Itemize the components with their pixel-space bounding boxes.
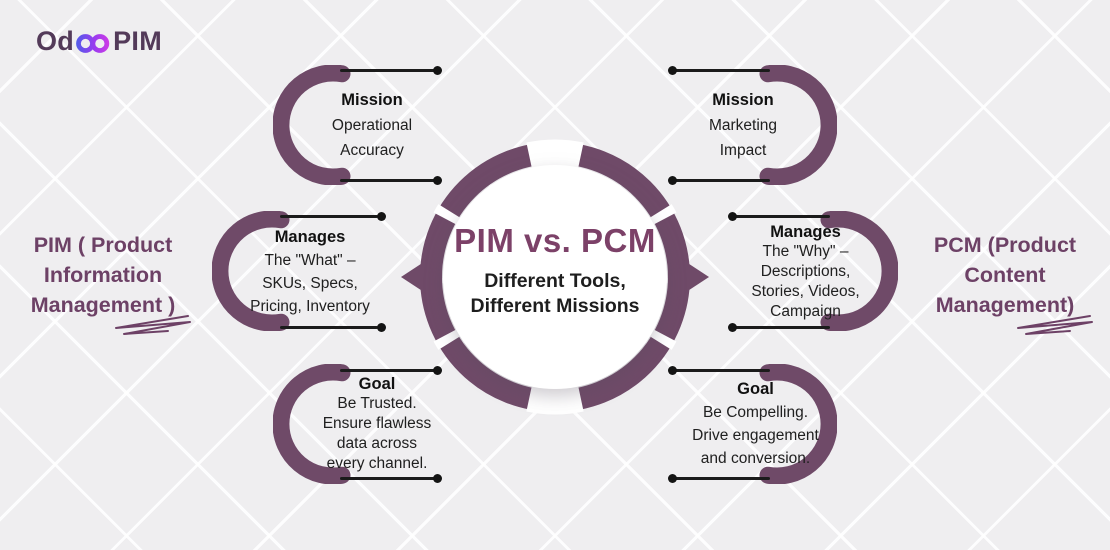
pim-mission-bracket-icon (273, 65, 351, 185)
node-title: Manages (770, 222, 841, 241)
connector-dot (377, 323, 386, 332)
node-line: Descriptions, (760, 262, 851, 280)
logo-text-od: Od (36, 26, 75, 56)
connector-dot (433, 366, 442, 375)
ring-gap-upper-right (648, 204, 677, 226)
node-title: Manages (274, 227, 346, 246)
connector-dot (728, 323, 737, 332)
pcm-goal-bracket-icon (759, 364, 837, 484)
node-line: Accuracy (340, 141, 404, 159)
connector-line (672, 477, 770, 480)
connector-line (340, 477, 438, 480)
node-line: Pricing, Inventory (250, 297, 370, 315)
ring-gap-lower-right (648, 328, 677, 350)
pcm-goal-node: Goal Be Compelling. Drive engagement and… (668, 370, 843, 478)
pim-heading-line-3: Management ) (30, 293, 176, 317)
connector-line (340, 69, 438, 72)
center-text-block: PIM vs. PCM Different Tools, Different M… (405, 222, 705, 319)
node-line: Operational (331, 116, 413, 134)
ring-gap-top (526, 139, 584, 169)
logo-text-pim: PIM (113, 26, 163, 56)
node-line: The "Why" – (762, 242, 849, 260)
pim-mission-node: Mission Operational Accuracy (287, 70, 457, 180)
node-title: Goal (737, 380, 774, 398)
ring-gap-lower-left (433, 328, 462, 350)
ring-arrow-left-icon (401, 256, 433, 298)
node-line: every channel. (326, 455, 428, 472)
connector-dot (728, 212, 737, 221)
pim-heading: PIM ( Product Information Management ) (3, 230, 203, 320)
pim-underline-squiggle-icon (115, 315, 191, 335)
infinity-icon (76, 33, 110, 53)
center-circle (443, 165, 667, 389)
connector-dot (377, 212, 386, 221)
pcm-manages-node: Manages The "Why" – Descriptions, Storie… (718, 216, 893, 327)
node-line: Campaign (770, 302, 841, 320)
node-line: Be Compelling. (702, 404, 809, 421)
node-title: Mission (712, 90, 774, 109)
node-line: Marketing (708, 116, 778, 134)
connector-dot (433, 474, 442, 483)
connector-dot (668, 66, 677, 75)
pim-heading-line-2: Information (43, 263, 163, 287)
center-title: PIM vs. PCM (454, 222, 656, 259)
connector-line (672, 179, 770, 182)
ring-arrow-right-icon (677, 256, 709, 298)
ring-gap-bottom (526, 385, 584, 415)
node-line: Drive engagement (692, 427, 819, 444)
node-line: SKUs, Specs, (262, 274, 358, 292)
pcm-heading-line-1: PCM (Product (933, 233, 1077, 257)
connector-line (732, 326, 830, 329)
pim-manages-node: Manages The "What" – SKUs, Specs, Pricin… (220, 216, 400, 327)
center-ring-icon (401, 139, 709, 415)
connector-line (672, 69, 770, 72)
center-subtitle-line-1: Different Tools, (484, 270, 626, 292)
connector-line (280, 215, 378, 218)
pim-goal-bracket-icon (273, 364, 351, 484)
node-title: Goal (358, 375, 396, 393)
pim-manages-bracket-icon (212, 211, 290, 331)
pcm-manages-bracket-icon (820, 211, 898, 331)
connector-line (280, 326, 378, 329)
connector-line (732, 215, 830, 218)
center-subtitle-line-2: Different Missions (470, 295, 640, 317)
pcm-heading-line-3: Management) (935, 293, 1075, 317)
node-title: Mission (341, 90, 403, 109)
connector-line (672, 369, 770, 372)
pcm-heading: PCM (Product Content Management) (905, 230, 1105, 320)
node-line: data across (336, 435, 418, 452)
connector-line (340, 369, 438, 372)
node-line: The "What" – (264, 251, 356, 269)
connector-dot (668, 474, 677, 483)
pim-goal-node: Goal Be Trusted. Ensure flawless data ac… (292, 370, 462, 478)
connector-dot (668, 176, 677, 185)
odoo-pim-logo: Od PIM (36, 26, 162, 57)
pcm-mission-bracket-icon (759, 65, 837, 185)
pcm-mission-node: Mission Marketing Impact (658, 70, 828, 180)
node-line: Stories, Videos, (751, 282, 860, 300)
node-line: Be Trusted. (337, 395, 417, 412)
connector-line (340, 179, 438, 182)
pcm-underline-squiggle-icon (1017, 315, 1093, 335)
node-line: Ensure flawless (322, 415, 432, 432)
pcm-heading-line-2: Content (964, 263, 1046, 287)
pim-heading-line-1: PIM ( Product (33, 233, 173, 257)
center-subtitle: Different Tools, Different Missions (405, 269, 705, 319)
node-line: Impact (719, 141, 767, 159)
connector-dot (433, 176, 442, 185)
connector-dot (668, 366, 677, 375)
node-line: and conversion. (700, 450, 811, 467)
ring-gap-upper-left (433, 204, 462, 226)
connector-dot (433, 66, 442, 75)
